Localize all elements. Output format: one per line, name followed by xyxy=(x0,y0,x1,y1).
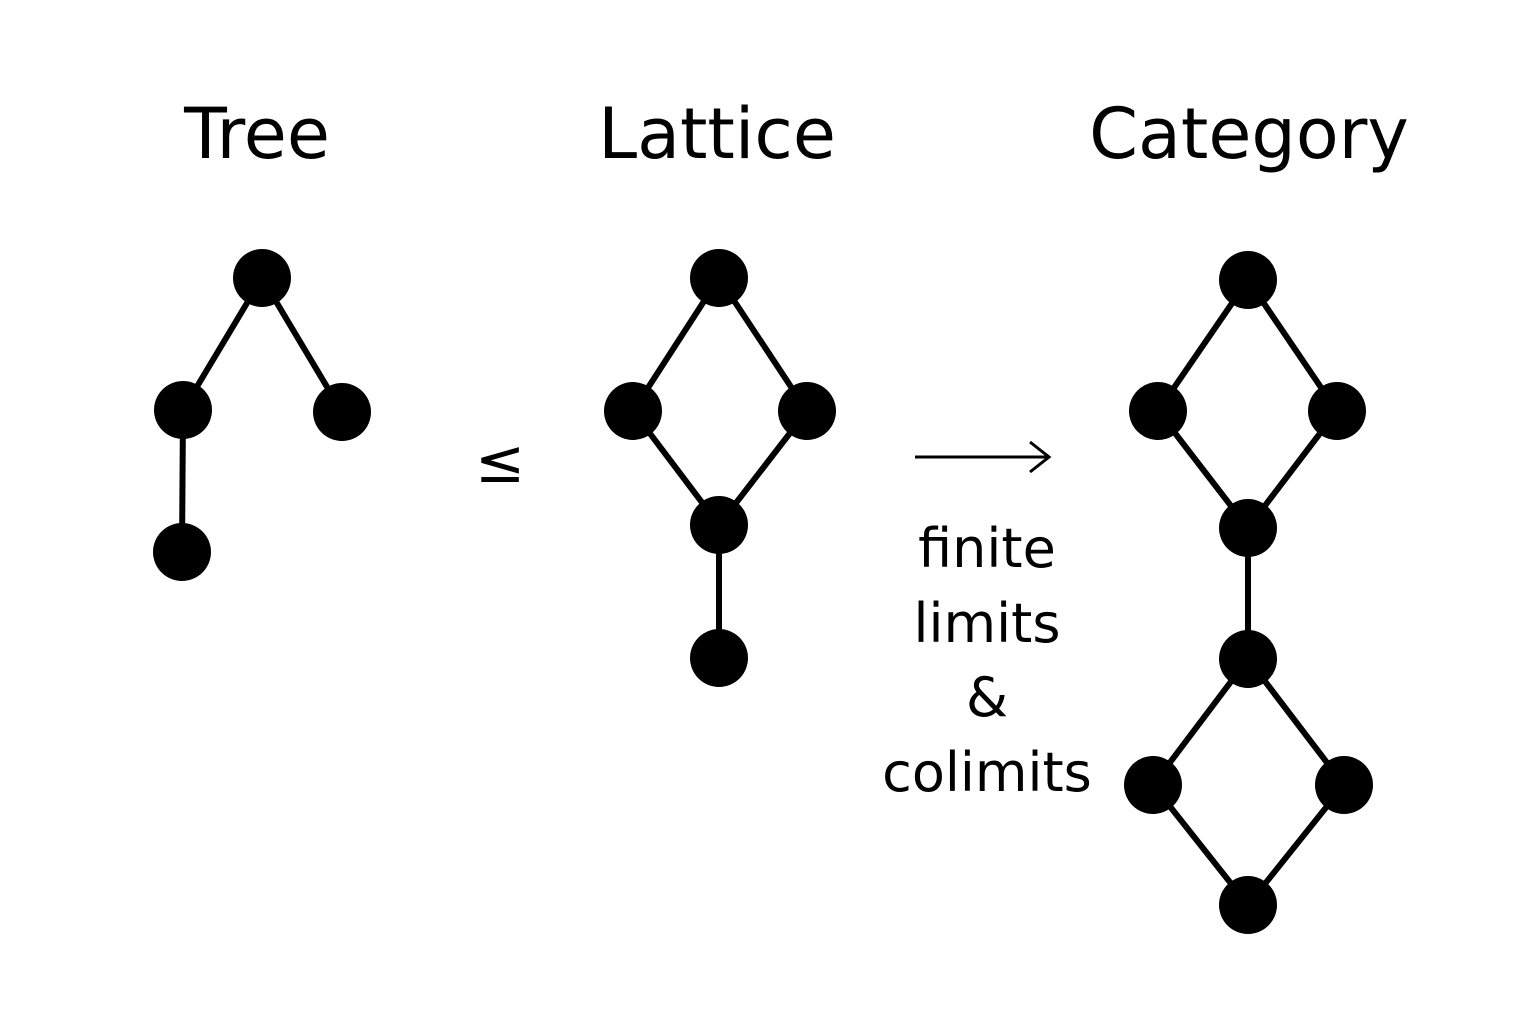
category-node xyxy=(1219,876,1277,934)
arrow-label-line-2: limits xyxy=(914,592,1061,655)
arrow-icon xyxy=(915,440,1052,474)
category-node xyxy=(1219,499,1277,557)
category-node xyxy=(1315,756,1373,814)
category-node xyxy=(1308,382,1366,440)
lattice-graph xyxy=(604,249,836,687)
lattice-node xyxy=(778,382,836,440)
lattice-node xyxy=(690,249,748,307)
tree-node xyxy=(153,523,211,581)
title-lattice: Lattice xyxy=(598,93,836,175)
category-node xyxy=(1129,382,1187,440)
arrow-label-line-4: colimits xyxy=(882,741,1092,804)
tree-node xyxy=(154,381,212,439)
category-node xyxy=(1219,630,1277,688)
title-tree: Tree xyxy=(183,93,330,175)
less-equal-symbol: ≤ xyxy=(475,427,525,497)
arrow-label-line-1: finite xyxy=(918,517,1056,580)
arrow-label-line-3: & xyxy=(966,666,1008,729)
lattice-node xyxy=(690,496,748,554)
tree-node xyxy=(233,249,291,307)
title-category: Category xyxy=(1089,93,1409,175)
lattice-node xyxy=(604,382,662,440)
lattice-node xyxy=(690,629,748,687)
category-node xyxy=(1219,251,1277,309)
category-node xyxy=(1124,756,1182,814)
category-graph xyxy=(1124,251,1373,934)
tree-node xyxy=(313,383,371,441)
tree-graph xyxy=(153,249,371,581)
